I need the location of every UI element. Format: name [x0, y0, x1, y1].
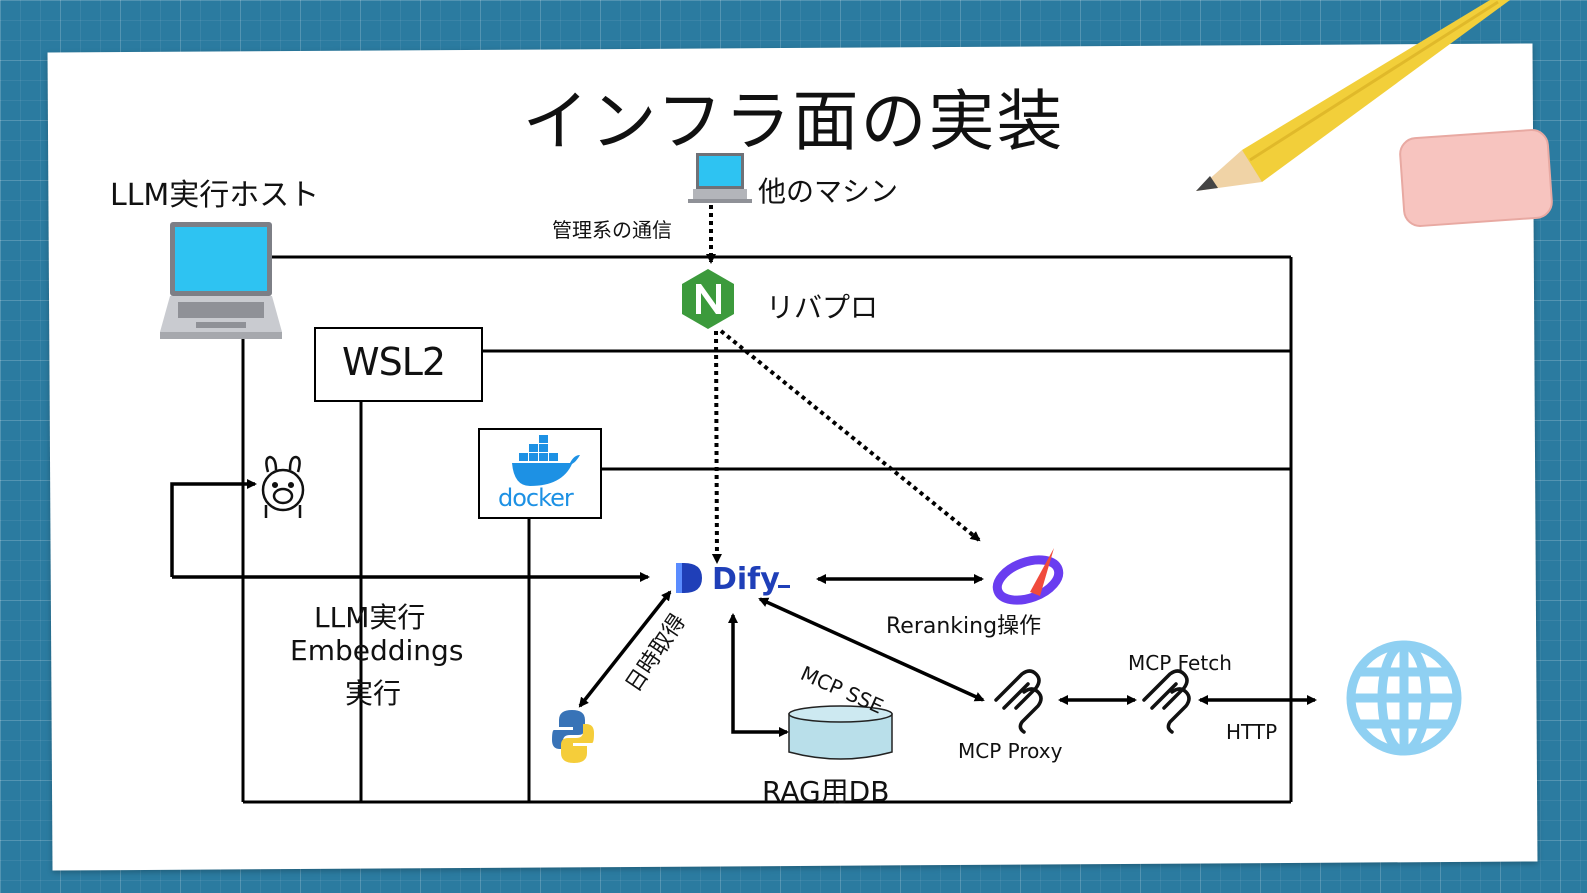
pencil-decoration [1196, 0, 1510, 191]
infra-frame [241, 255, 1293, 804]
http-label: HTTP [1226, 720, 1278, 744]
reranking-label: Reranking操作 [886, 614, 1042, 639]
other-machine-label: 他のマシン [758, 175, 899, 208]
mcp-proxy-label: MCP Proxy [958, 739, 1063, 763]
docker-whale-icon [512, 435, 580, 486]
dify-logo-icon [676, 563, 790, 593]
nginx-icon [682, 269, 734, 329]
python-icon [552, 710, 594, 763]
llm-exec-line1: LLM実行 [314, 601, 426, 634]
wsl2-box [314, 327, 483, 402]
docker-box [478, 428, 602, 519]
mcp-icon [994, 669, 1043, 734]
proxy-to-rerank-arrow [719, 329, 981, 542]
globe-icon [1346, 640, 1462, 756]
dify-mcp-proxy-arrow [758, 597, 985, 702]
database-icon [788, 705, 893, 760]
slide-title: インフラ面の実装 [522, 83, 1065, 160]
wsl2-label: WSL2 [342, 340, 446, 384]
reverse-proxy-label: リバプロ [766, 291, 879, 324]
mcp-icon [1142, 669, 1191, 734]
dify-python-arrow [578, 590, 672, 708]
eraser-decoration [1399, 129, 1553, 227]
llama-icon [261, 455, 305, 518]
proxy-to-dify-arrow [711, 330, 722, 564]
dify-ragdb-arrow [728, 613, 789, 737]
rerank-logo-icon [992, 548, 1064, 605]
llm-call-arrows [170, 479, 650, 582]
rag-db-label: RAG用DB [762, 775, 890, 808]
llm-exec-line3: 実行 [345, 677, 402, 710]
laptop-icon [160, 222, 282, 339]
llm-exec-line2: Embeddings [290, 634, 464, 667]
docker-label: docker [498, 484, 574, 512]
dify-label: Dify [712, 562, 780, 597]
desktop-pc-icon [688, 153, 752, 203]
llm-host-label: LLM実行ホスト [110, 178, 320, 213]
mcp-fetch-label: MCP Fetch [1128, 651, 1232, 675]
mgmt-comm-label: 管理系の通信 [552, 218, 672, 242]
